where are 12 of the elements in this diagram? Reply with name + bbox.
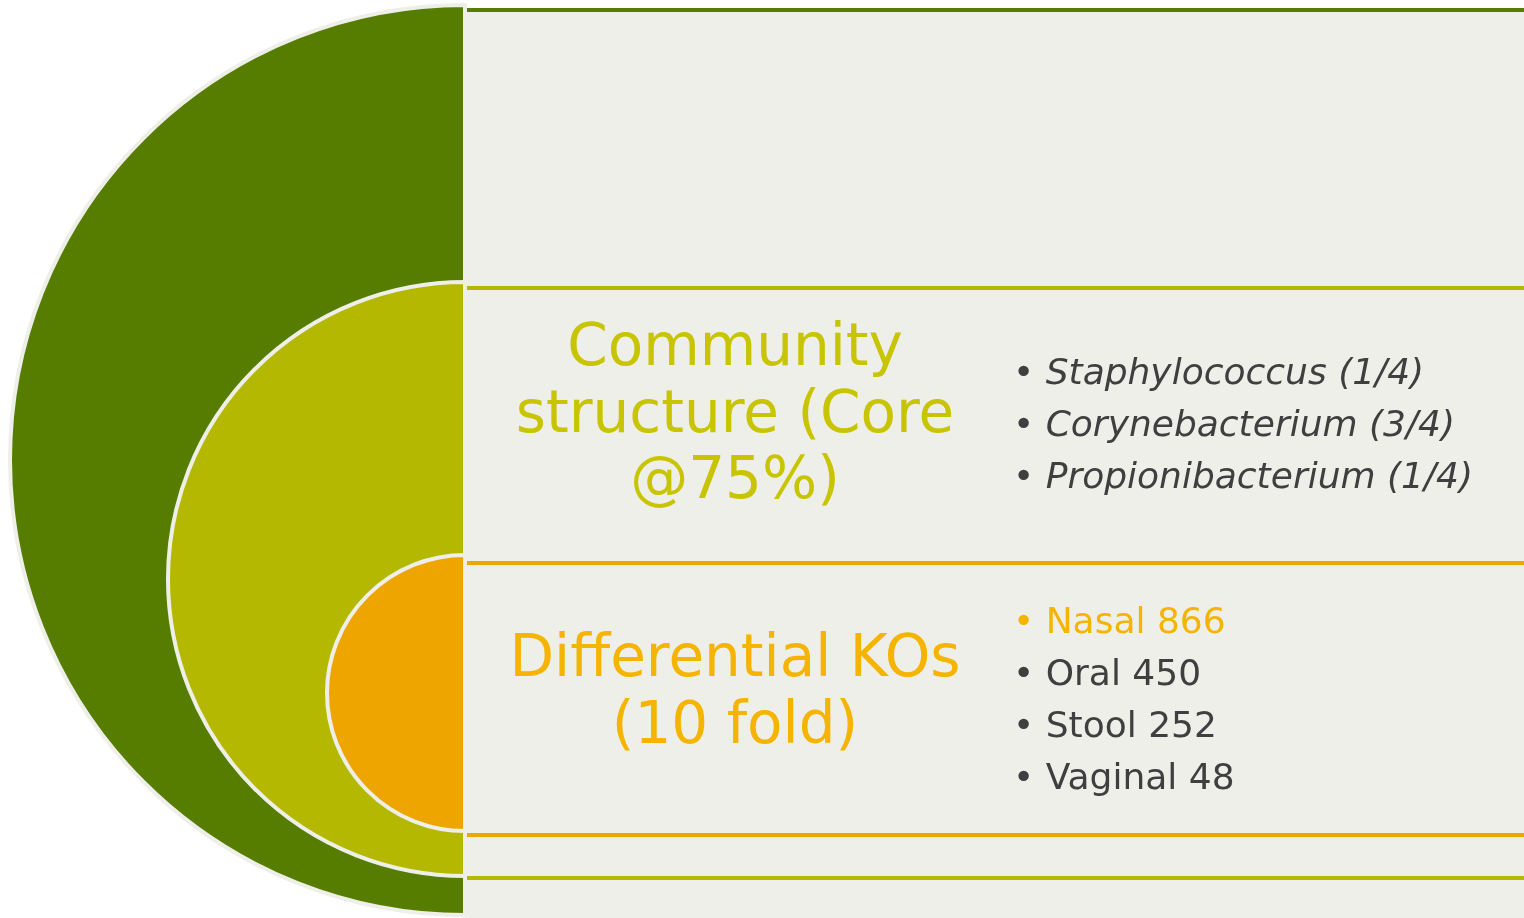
- band-background: [465, 8, 1524, 918]
- band-background: [465, 561, 1524, 837]
- list-item: • Oral 450: [1013, 651, 1203, 695]
- list-item: • Stool 252: [1013, 703, 1218, 747]
- heading: Community structure (Core @75%): [514, 312, 956, 513]
- list-item: • Vaginal 48: [1013, 755, 1235, 799]
- list-item: • Propionibacterium (1/4): [1013, 454, 1474, 498]
- list-item: • Corynebacterium (3/4): [1013, 402, 1457, 446]
- heading: Differential KOs (10 fold): [508, 623, 962, 757]
- list-item: • Nasal 866: [1013, 599, 1227, 643]
- list-item: • Staphylococcus (1/4): [1013, 350, 1426, 394]
- band-background: [465, 286, 1524, 880]
